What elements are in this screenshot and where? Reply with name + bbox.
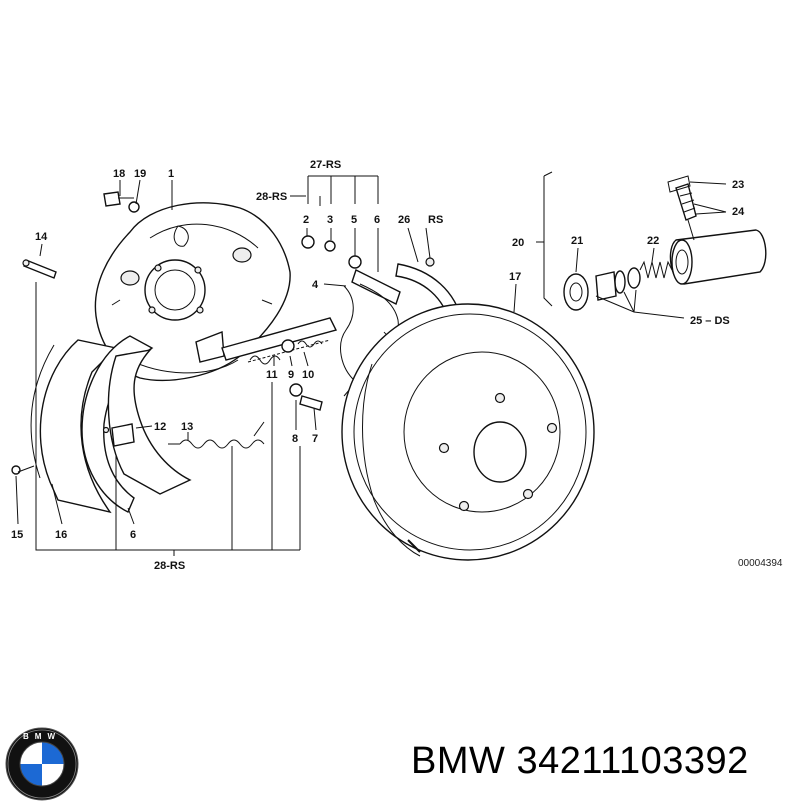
callout-17: 17 bbox=[509, 271, 521, 283]
brake-shoe-right bbox=[107, 348, 192, 495]
callout-18: 18 bbox=[113, 168, 125, 180]
callout-8: 8 bbox=[292, 433, 298, 445]
callout-21: 21 bbox=[571, 235, 583, 247]
callout-22: 22 bbox=[647, 235, 659, 247]
callout-1: 1 bbox=[168, 168, 174, 180]
callout-28-rs-top: 28-RS bbox=[256, 191, 287, 203]
callout-4: 4 bbox=[312, 279, 319, 291]
callout-3: 3 bbox=[327, 214, 333, 226]
adjuster-linkage bbox=[102, 317, 338, 449]
callout-7: 7 bbox=[312, 433, 318, 445]
bmw-logo-icon: BMW bbox=[5, 727, 79, 801]
bmw-logo-text: BMW bbox=[23, 732, 61, 741]
callout-5: 5 bbox=[351, 214, 357, 226]
part-number-caption: BMW 34211103392 bbox=[411, 740, 749, 783]
callout-2: 2 bbox=[303, 214, 309, 226]
callout-12: 12 bbox=[154, 421, 166, 433]
callout-11: 11 bbox=[266, 369, 278, 381]
callout-20: 20 bbox=[512, 237, 524, 249]
callout-14: 14 bbox=[35, 231, 48, 243]
callout-6-top: 6 bbox=[374, 214, 380, 226]
callout-6-bottom: 6 bbox=[130, 529, 136, 541]
hardware-items bbox=[11, 191, 362, 475]
callout-19: 19 bbox=[134, 168, 146, 180]
callout-labels: 1 18 19 27-RS 28-RS 2 3 5 6 26 RS 14 4 1… bbox=[11, 159, 783, 572]
callout-15: 15 bbox=[11, 529, 23, 541]
part-number: 34211103392 bbox=[516, 740, 749, 782]
callout-16: 16 bbox=[55, 529, 67, 541]
callout-24: 24 bbox=[732, 206, 745, 218]
callout-23: 23 bbox=[732, 179, 744, 191]
callout-13: 13 bbox=[181, 421, 193, 433]
callout-10: 10 bbox=[302, 369, 314, 381]
callout-27-rs: 27-RS bbox=[310, 159, 341, 171]
wheel-cylinder bbox=[563, 175, 767, 311]
callout-9: 9 bbox=[288, 369, 294, 381]
callout-28-rs-bottom: 28-RS bbox=[154, 560, 185, 572]
callout-26: 26 bbox=[398, 214, 410, 226]
backing-plate bbox=[94, 202, 291, 381]
leader-lines bbox=[15, 171, 727, 556]
brake-drum bbox=[341, 303, 595, 561]
brand-name: BMW bbox=[411, 740, 506, 782]
drawing-id: 00004394 bbox=[738, 558, 783, 569]
callout-rs: RS bbox=[428, 214, 443, 226]
callout-25-ds: 25 – DS bbox=[690, 315, 730, 327]
